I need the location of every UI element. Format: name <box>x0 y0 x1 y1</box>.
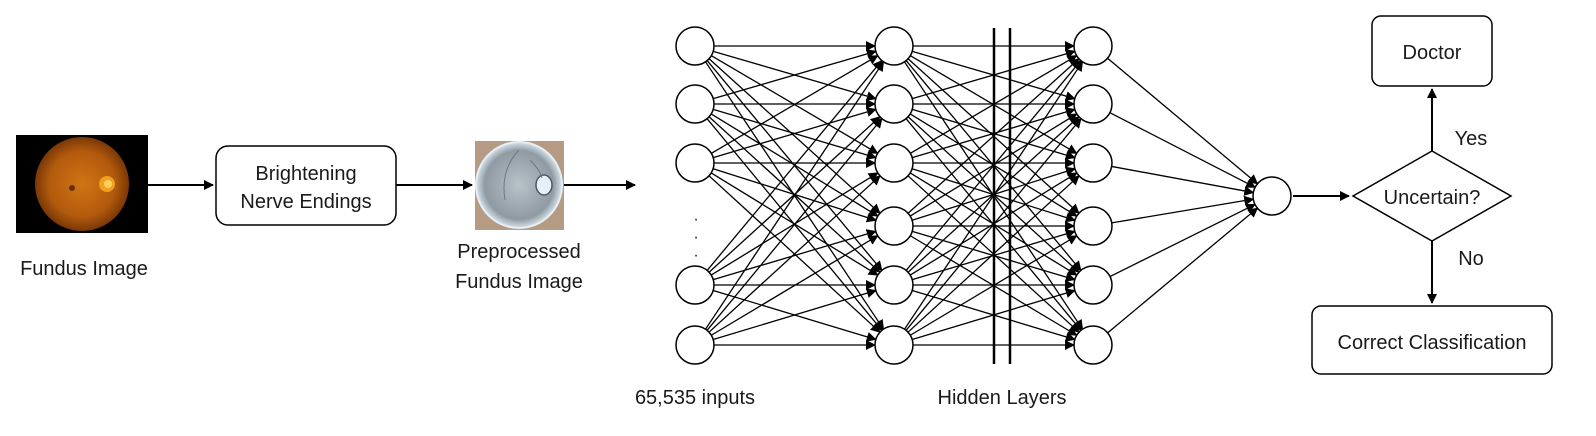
input-ellipsis-dot-3: · <box>693 247 698 264</box>
connection-input-to-hidden1 <box>711 55 879 154</box>
hidden-layer-1-node <box>874 143 914 183</box>
output-node <box>1252 176 1292 216</box>
preprocessed-fundus-image <box>475 141 564 230</box>
input-node <box>675 143 715 183</box>
hidden-layer-2-node <box>1073 26 1113 66</box>
doctor-label: Doctor <box>1403 42 1462 64</box>
hidden-layer-2-node <box>1073 206 1113 246</box>
connection-input-to-hidden1 <box>713 49 877 100</box>
connection-input-to-hidden1 <box>713 107 877 159</box>
connection-input-to-hidden1 <box>708 58 881 214</box>
brightening-nerve-endings-box: Brightening Nerve Endings <box>215 145 397 226</box>
connection-input-to-hidden1 <box>713 288 877 341</box>
connection-input-to-hidden1 <box>708 175 881 333</box>
hidden-layer-1-node <box>874 265 914 305</box>
connection-hidden2-to-output <box>1111 195 1255 224</box>
connection-hidden2-to-output <box>1107 207 1259 334</box>
connection-input-to-hidden1 <box>704 60 885 330</box>
uncertain-label: Uncertain? <box>1384 187 1481 209</box>
doctor-box: Doctor <box>1371 15 1493 87</box>
inputs-label: 65,535 inputs <box>635 387 755 409</box>
hidden-layer-1-node <box>874 84 914 124</box>
hidden-layer-2-node <box>1073 325 1113 365</box>
brightening-label-line1: Brightening <box>255 163 356 185</box>
connection-hidden2-to-output <box>1109 112 1256 188</box>
uncertain-decision-diamond: Uncertain? <box>1351 150 1513 242</box>
connection-input-to-hidden1 <box>713 229 877 281</box>
input-node <box>675 84 715 124</box>
no-label: No <box>1458 248 1484 270</box>
connection-input-to-hidden1 <box>710 235 879 336</box>
hidden-layers-label: Hidden Layers <box>938 387 1067 409</box>
connection-input-to-hidden1 <box>706 117 883 331</box>
input-ellipsis-dot-2: · <box>693 229 698 246</box>
connection-hidden2-to-output <box>1111 165 1255 196</box>
brightening-label-line2: Nerve Endings <box>240 191 371 213</box>
hidden-layer-1-node <box>874 206 914 246</box>
fundus-image-label: Fundus Image <box>20 258 148 280</box>
network-nodes <box>675 26 1292 365</box>
input-node <box>675 325 715 365</box>
preprocessed-label-line2: Fundus Image <box>455 271 583 293</box>
correct-classification-label: Correct Classification <box>1338 332 1527 354</box>
connection-hidden2-to-output <box>1107 57 1259 185</box>
fundus-image <box>16 135 148 233</box>
yes-label: Yes <box>1455 128 1488 150</box>
preprocessed-label-line1: Preprocessed <box>457 241 580 263</box>
hidden-layer-1-node <box>874 26 914 66</box>
input-node <box>675 26 715 66</box>
input-node <box>675 265 715 305</box>
hidden-layer-2-node <box>1073 84 1113 124</box>
connection-input-to-hidden1 <box>706 59 883 271</box>
hidden-layer-2-node <box>1073 265 1113 305</box>
input-ellipsis-dot-1: · <box>693 211 698 228</box>
connection-hidden2-to-output <box>1109 203 1256 278</box>
correct-classification-box: Correct Classification <box>1311 305 1553 375</box>
hidden-layer-2-node <box>1073 143 1113 183</box>
network-connections <box>704 41 1259 350</box>
hidden-layer-1-node <box>874 325 914 365</box>
